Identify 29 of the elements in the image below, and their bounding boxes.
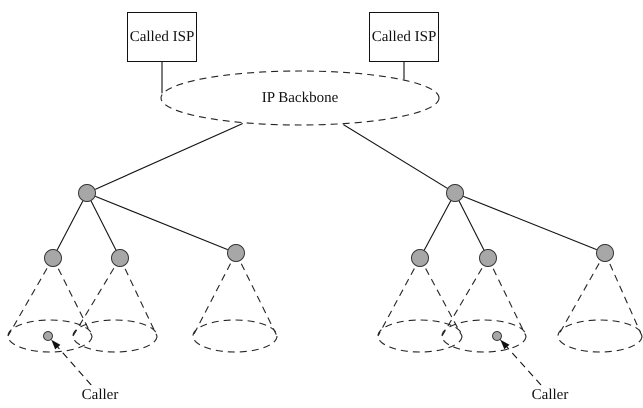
isp-box <box>127 12 197 62</box>
connector-line <box>95 123 243 190</box>
network-node-circle <box>411 249 429 267</box>
arrow <box>500 339 542 386</box>
arrow <box>50 339 92 386</box>
connector-line <box>161 62 163 94</box>
connector-line <box>95 196 228 250</box>
connector-line <box>56 200 84 250</box>
network-node-circle <box>44 249 62 267</box>
network-node-circle <box>227 244 245 262</box>
connector-line <box>458 200 484 250</box>
caller-dot <box>492 331 502 341</box>
connector-line <box>343 124 448 189</box>
caller-label: Caller <box>82 386 118 404</box>
caller-label: Caller <box>532 386 568 404</box>
connector-line <box>403 62 405 80</box>
network-node-circle <box>111 249 129 267</box>
caller-dot <box>43 331 53 341</box>
node-label: Called ISP <box>372 28 436 46</box>
node-label: IP Backbone <box>262 90 338 106</box>
network-node-circle <box>479 249 497 267</box>
connector-line <box>90 200 116 250</box>
network-node-circle <box>446 184 464 202</box>
connector-line <box>463 196 597 250</box>
node-label: Called ISP <box>130 28 194 46</box>
network-node-circle <box>78 184 96 202</box>
network-node-circle <box>596 244 614 262</box>
connector-line <box>424 200 452 250</box>
isp-box <box>369 12 439 62</box>
